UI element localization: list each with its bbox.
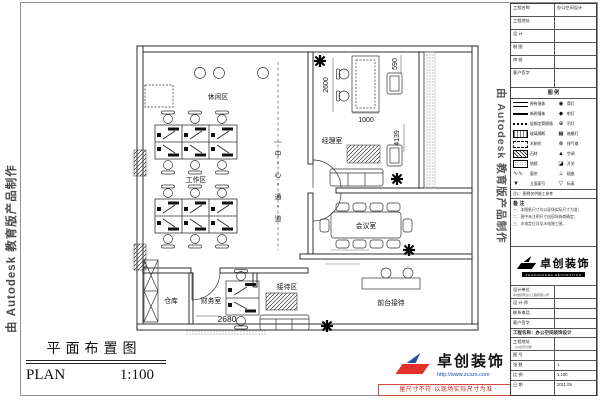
info-row: 审 核 [511,56,596,69]
room-label-meeting: 会议室 [356,221,377,230]
svg-text:心: 心 [275,171,282,179]
legend-row: 地毯 ◪ 开关 [511,159,596,169]
footer-row: 联系电话 [511,309,596,319]
room-label-finance: 财务室 [201,296,222,305]
svg-text:4139: 4139 [394,130,401,146]
autodesk-watermark-right: 由 Autodesk 教育版产品制作 [495,88,507,244]
column-hatch [133,149,147,177]
legend-row: 轻钢龙骨隔墙 ⊕ 吊灯 [511,119,596,129]
plant-icon [401,242,417,258]
footer-row: 张 数 1 [511,361,596,371]
legend-icon: ◪ [558,161,564,167]
legend-icon: ▽ [558,181,564,187]
svg-text:2600: 2600 [323,77,330,93]
drawing-title: 平面布置图 PLAN 1:100 [26,338,176,384]
legend-icon: ⊥ [558,171,564,177]
storage-room [143,259,159,323]
column-hatch [133,243,147,271]
front-desk [361,267,421,290]
svg-text:通: 通 [275,192,282,201]
svg-text:1000: 1000 [358,117,374,124]
project-name-row: 工程名称：办公空间装饰设计 [511,329,596,338]
brand-url: http://www.zcszs.com [437,372,490,378]
legend-row: 木制作 ⊗ 排气扇 [511,139,596,149]
footer-row-date: 日 期 2011.09 [511,381,596,395]
room-label-manager: 经理室 [322,136,343,145]
plant-icon [312,53,328,69]
info-row: 设 计 [511,30,596,43]
drawing-title-cn: 平面布置图 [46,342,142,357]
legend-row: ▼ 立面索引 ▽ 标高 [513,180,575,188]
finance-room: 财务室 2680 [196,269,260,330]
legend-row: 石材 ▲ 空调 [511,149,596,159]
info-row: 工程地址 [511,17,596,30]
leisure-area-furniture [144,67,269,108]
footer-row: 设计单位 卓创装饰设计工程有限公司 [511,286,596,299]
central-corridor: 中 心 通 道 [274,62,282,250]
drawing-title-en: PLAN [26,366,66,383]
legend-row: 原有墙体 ◉ 筒灯 [511,99,596,109]
footer-row: 比 例 1:100 [511,371,596,381]
info-row: 制 图 [511,43,596,56]
plant-icon [389,171,405,187]
workstation-cluster-2 [154,184,238,249]
room-label-work: 工作区 [186,175,207,184]
info-row: 工程名称 办公空间设计 [511,4,596,17]
footer-row: 工程地址 （以合同为准） [511,338,596,351]
legend-note: 注1：图例仅供施工参考 [511,189,596,199]
svg-text:590: 590 [392,58,399,70]
footer-row: 设 计 师 [511,299,596,309]
brand-logo: 卓创装饰 http://www.zcszs.com [395,350,506,378]
title-block-logo-icon [516,256,537,270]
legend-row: ∿∿ 窗帘 ⊥ 插座 [513,170,575,178]
title-rule-2 [26,362,166,364]
workstation-cluster-1 [154,110,238,175]
drawing-scale: 1:100 [119,366,154,383]
dim-2680: 2680 [218,314,237,324]
sheet-frame [20,2,598,396]
meeting-room: 会议室 [319,202,413,265]
wall-finish-band [423,51,436,189]
footer-row: 图 号 [511,351,596,361]
door-swings [191,159,342,301]
footer-row: 客户签字 [511,319,596,329]
legend-icon: ◉ [558,101,564,107]
svg-text:中: 中 [275,149,282,158]
brand-logo-icon [395,352,432,376]
legend-title: 图 例 [511,88,596,99]
title-rule [26,360,166,361]
disclaimer-note: 量尺寸不符·以现场实际尺寸为准 [378,384,514,396]
reception-zone: 接待区 [259,282,310,331]
manager-office: 2600 1000 590 4139 经理室 [322,55,405,187]
legend-icon: ▦ [558,131,564,137]
walls [136,45,479,331]
exterior-hatch [186,330,266,335]
brand-name: 卓创装饰 [437,353,506,370]
room-label-reception: 接待区 [277,282,298,291]
svg-text:道: 道 [275,214,282,223]
legend-icon: ⊕ [558,121,564,127]
room-label-leisure: 休闲区 [208,92,229,101]
autodesk-watermark-left: 由 Autodesk 教育版产品制作 [6,164,18,333]
plant-icon [319,318,335,334]
info-row: 客户签字 [511,69,596,88]
title-block-logo: 卓创装饰 ZHUOCHUANG DECORATION [511,247,596,286]
notes-section: 备 注 一、本图纸尺寸均以现场实际尺寸为准； 二、图中未注明尺寸由现场协商确定；… [511,199,596,247]
legend-icon: ⊗ [558,141,564,147]
legend-row: 玻璃隔断 ▦ 格栅灯 [511,129,596,139]
room-label-front-desk: 前台接待 [377,298,404,307]
legend-row: 新砌墙体 ◆ 射灯 [511,109,596,119]
room-label-storage: 仓库 [164,296,178,305]
legend-icon: ◆ [558,111,564,117]
title-block: 工程名称 办公空间设计 工程地址 设 计 制 图 审 核 客户签字 图 例 原有… [510,3,597,396]
legend-icon: ▲ [558,151,564,157]
